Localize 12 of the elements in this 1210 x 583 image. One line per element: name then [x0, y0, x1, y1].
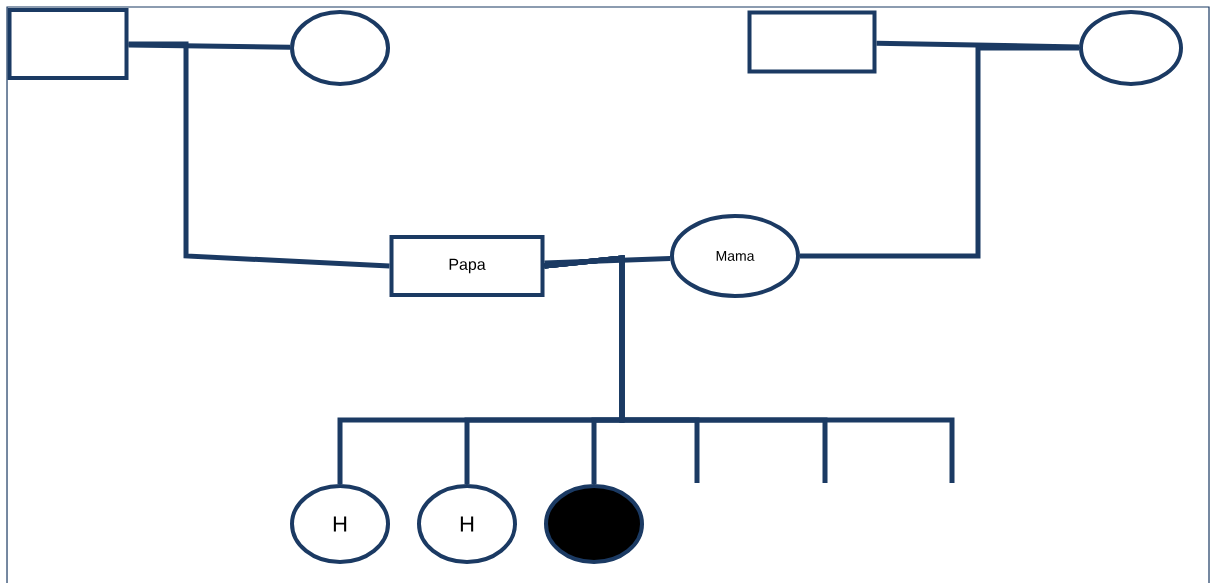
person-circle [1079, 10, 1183, 86]
pedigree-line [128, 42, 291, 50]
person-square: Papa [389, 235, 545, 297]
person-square [7, 8, 129, 80]
pedigree-line [128, 41, 390, 269]
pedigree-line [544, 255, 955, 483]
person-circle [290, 10, 390, 86]
pedigree-line [876, 40, 1080, 50]
pedigree-line [544, 255, 671, 266]
person-circle [544, 484, 644, 564]
person-square [747, 10, 877, 74]
pedigree-line [800, 45, 1079, 259]
